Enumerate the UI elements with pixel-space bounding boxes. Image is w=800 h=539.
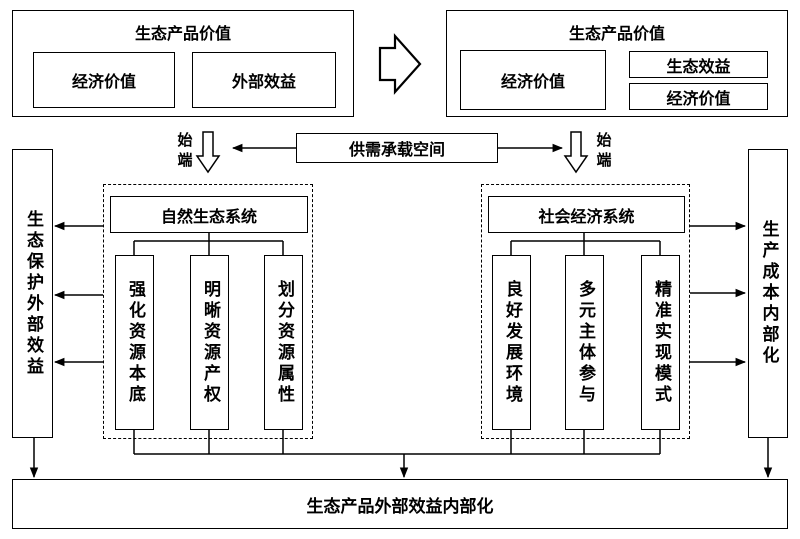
top-right-economic-value-2: 经济价值 [629, 83, 768, 110]
natural-item-2: 明晰资源产权 [190, 255, 229, 430]
natural-system-title-box: 自然生态系统 [110, 196, 308, 233]
social-system-title-box: 社会经济系统 [488, 196, 685, 233]
natural-item-3: 划分资源属性 [264, 255, 303, 430]
top-left-external-benefit: 外部效益 [192, 52, 336, 108]
start-label-right: 始端 [596, 131, 612, 169]
down-arrow-right [563, 131, 589, 174]
top-right-eco-benefit: 生态效益 [629, 51, 768, 78]
top-right-economic-value: 经济价值 [460, 50, 606, 110]
right-side-label: 生产成本内部化 [758, 220, 779, 367]
bottom-internalization-box: 生态产品外部效益内部化 [12, 479, 788, 529]
social-item-2: 多元主体参与 [565, 255, 604, 430]
supply-demand-box: 供需承载空间 [296, 133, 498, 163]
transform-arrow [378, 33, 422, 95]
eco-protection-external-benefit-box: 生态保护外部效益 [12, 149, 53, 438]
natural-item-1: 强化资源本底 [115, 255, 154, 430]
top-left-title: 生态产品价值 [134, 24, 231, 43]
left-side-label: 生态保护外部效益 [23, 209, 43, 378]
top-left-economic-value: 经济价值 [33, 52, 175, 108]
production-cost-internalization-box: 生产成本内部化 [748, 149, 788, 438]
top-right-title: 生态产品价值 [568, 24, 665, 43]
natural-system-group [103, 184, 313, 439]
social-item-3: 精准实现模式 [641, 255, 680, 430]
social-system-group [481, 184, 690, 439]
start-label-left: 始端 [177, 131, 193, 169]
social-item-1: 良好发展环境 [492, 255, 531, 430]
down-arrow-left [195, 131, 221, 174]
